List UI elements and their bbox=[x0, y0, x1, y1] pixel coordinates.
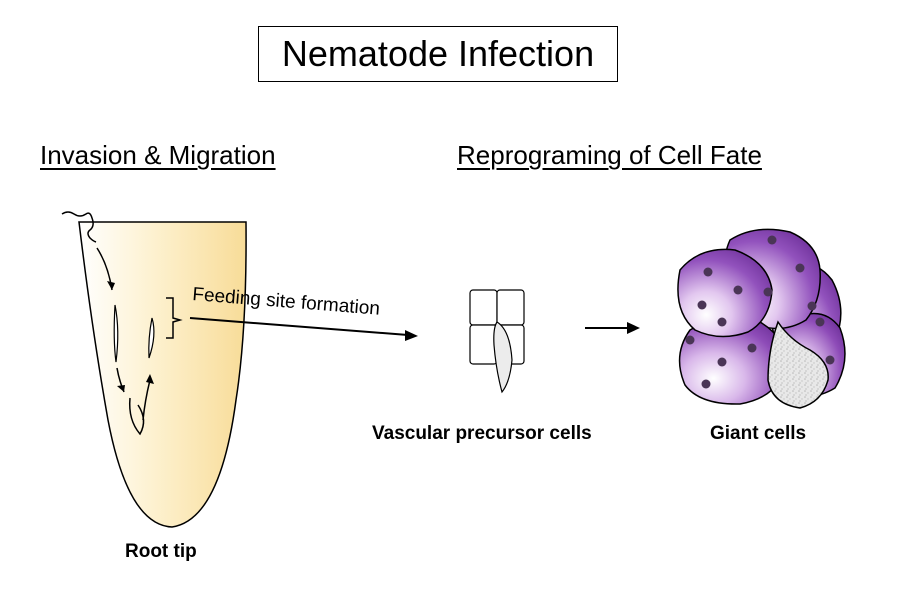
nematode-feeding-icon bbox=[767, 320, 829, 409]
heading-invasion-migration: Invasion & Migration bbox=[40, 140, 276, 170]
vascular-cells-illustration bbox=[469, 289, 525, 394]
nematode-entering-icon bbox=[61, 211, 97, 243]
giant-cell bbox=[677, 248, 773, 338]
feeding-site-bracket bbox=[166, 297, 183, 339]
giant-cells-label: Giant cells bbox=[710, 423, 807, 444]
giant-cells-illustration bbox=[677, 228, 846, 409]
root-tip-label: Root tip bbox=[125, 541, 197, 562]
vascular-cells-label: Vascular precursor cells bbox=[372, 423, 592, 444]
nematode-in-vascular-icon bbox=[493, 321, 513, 394]
nematode-settled-icon bbox=[148, 317, 155, 359]
nematode-body-icon bbox=[113, 304, 119, 363]
heading-reprogramming-cell-fate: Reprograming of Cell Fate bbox=[457, 140, 762, 170]
root-tip-illustration bbox=[61, 211, 247, 528]
root-shape bbox=[78, 221, 247, 528]
diagram-title: Nematode Infection bbox=[258, 26, 618, 82]
nuclei bbox=[685, 235, 835, 389]
nematode-turning-icon bbox=[128, 397, 145, 436]
transition-arrow bbox=[585, 322, 640, 334]
upward-arrow bbox=[142, 379, 151, 421]
arrowhead-icon bbox=[405, 330, 418, 341]
arrowhead-icon bbox=[107, 281, 115, 290]
